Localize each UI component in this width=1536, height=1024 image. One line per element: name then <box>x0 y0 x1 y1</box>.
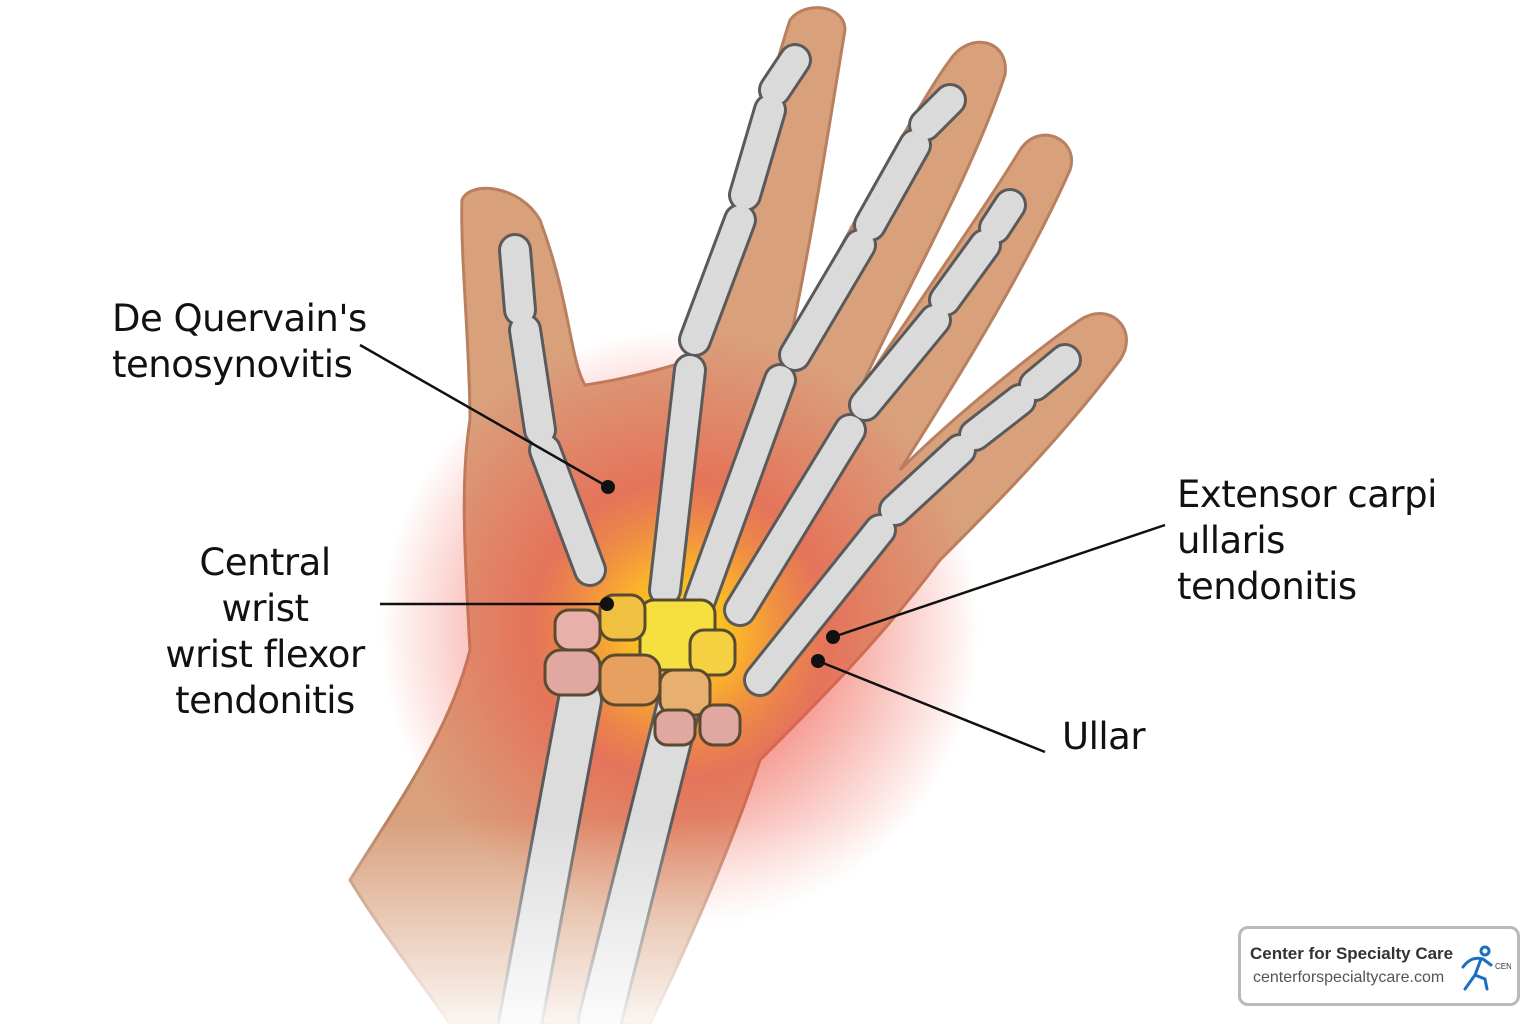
label-de-quervain: De Quervain's tenosynovitis <box>112 296 367 388</box>
marker-dot-ullar <box>811 654 825 668</box>
logo-badge: Center for Specialty Care centerforspeci… <box>1238 926 1520 1006</box>
logo-url: centerforspecialtycare.com <box>1253 969 1445 986</box>
marker-dot-de-quervain <box>601 480 615 494</box>
leader-line-ullar <box>817 659 1046 754</box>
marker-dot-extensor <box>826 630 840 644</box>
label-line: tendonitis <box>175 679 355 722</box>
leader-lines <box>359 343 1166 754</box>
label-line: Central wrist <box>199 541 331 630</box>
leader-line-extensor <box>832 523 1166 639</box>
label-line: tendonitis <box>1177 565 1357 608</box>
label-line: Extensor carpi ullaris <box>1177 473 1437 562</box>
running-figure-icon: CEN <box>1461 945 1511 991</box>
leader-line-de-quervain <box>359 343 609 489</box>
label-line: tenosynovitis <box>112 343 353 386</box>
label-line: wrist flexor <box>165 633 365 676</box>
label-extensor: Extensor carpi ullaris tendonitis <box>1177 472 1536 610</box>
label-line: De Quervain's <box>112 297 367 340</box>
logo-title: Center for Specialty Care <box>1250 944 1454 963</box>
label-ullar: Ullar <box>1062 715 1146 758</box>
label-central-wrist: Central wrist wrist flexor tendonitis <box>155 540 375 724</box>
svg-text:CEN: CEN <box>1495 962 1511 971</box>
marker-dot-central <box>600 597 614 611</box>
